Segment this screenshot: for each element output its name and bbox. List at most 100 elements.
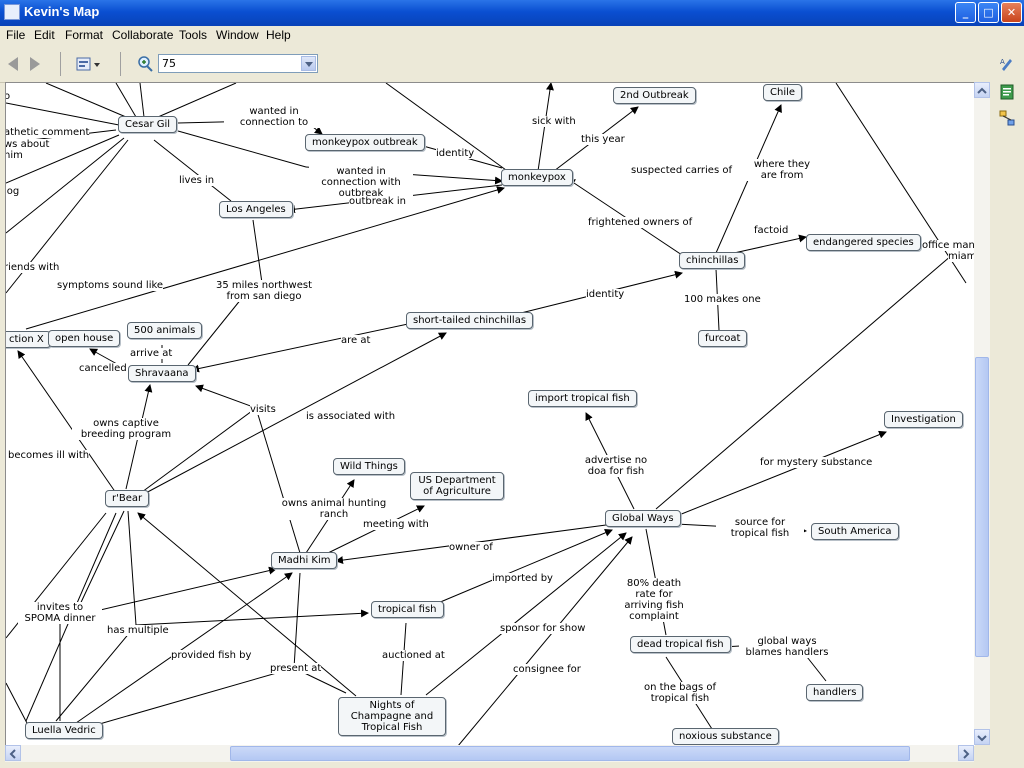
menu-format[interactable]: Format	[65, 28, 104, 42]
node-madhi-kim[interactable]: Madhi Kim	[271, 552, 338, 569]
link-label[interactable]: owner of	[449, 542, 493, 553]
node-nights-of-champagne[interactable]: Nights of Champagne and Tropical Fish	[338, 697, 446, 736]
node-chinchillas[interactable]: chinchillas	[679, 252, 746, 269]
node-chile[interactable]: Chile	[763, 84, 803, 101]
node-rbear[interactable]: r'Bear	[105, 490, 150, 507]
link-label[interactable]: invites to SPOMA dinner	[18, 602, 102, 624]
chevron-down-icon[interactable]	[301, 56, 316, 71]
link-label[interactable]: imported by	[492, 573, 553, 584]
link-label[interactable]: log	[5, 186, 20, 197]
vertical-scroll-thumb[interactable]	[975, 357, 989, 657]
link-label[interactable]: athetic comment	[5, 127, 90, 138]
scroll-left-button[interactable]	[5, 745, 21, 761]
node-dead-tropical-fish[interactable]: dead tropical fish	[630, 636, 731, 653]
node-south-america[interactable]: South America	[811, 523, 899, 540]
link-label[interactable]: identity	[586, 289, 625, 300]
link-label[interactable]: 80% death rate for arriving fish complai…	[616, 578, 692, 622]
menu-help[interactable]: Help	[266, 28, 291, 42]
node-short-tailed-chinchillas[interactable]: short-tailed chinchillas	[406, 312, 534, 329]
menu-edit[interactable]: Edit	[34, 28, 55, 42]
horizontal-scroll-thumb[interactable]	[230, 746, 910, 761]
link-label[interactable]: o	[6, 91, 11, 102]
node-noxious-substance[interactable]: noxious substance	[672, 728, 779, 745]
link-label[interactable]: sponsor for show	[500, 623, 586, 634]
link-label[interactable]: him	[5, 150, 23, 161]
link-label[interactable]: arrive at	[130, 348, 173, 359]
scroll-right-button[interactable]	[958, 745, 974, 761]
node-tropical-fish[interactable]: tropical fish	[371, 601, 444, 618]
link-label[interactable]: sick with	[532, 116, 576, 127]
link-label[interactable]: riends with	[5, 262, 60, 273]
node-endangered-species[interactable]: endangered species	[806, 234, 921, 251]
link-label[interactable]: ws about	[5, 139, 50, 150]
menu-tools[interactable]: Tools	[179, 28, 208, 42]
back-button[interactable]	[5, 56, 21, 72]
concept-map-canvas[interactable]: Cesar Gil monkeypox outbreak monkeypox 2…	[5, 82, 975, 746]
node-function-x[interactable]: ction X	[6, 331, 51, 348]
nodes-panel-icon[interactable]	[999, 110, 1015, 126]
node-open-house[interactable]: open house	[48, 330, 121, 347]
node-handlers[interactable]: handlers	[806, 684, 864, 701]
node-cesar-gil[interactable]: Cesar Gil	[118, 116, 178, 133]
node-us-department-of-agriculture[interactable]: US Department of Agriculture	[410, 472, 504, 500]
link-label[interactable]: present at	[270, 663, 322, 674]
node-furcoat[interactable]: furcoat	[698, 330, 748, 347]
node-2nd-outbreak[interactable]: 2nd Outbreak	[613, 87, 696, 104]
link-label[interactable]: are at	[341, 335, 371, 346]
scroll-up-button[interactable]	[974, 82, 990, 98]
link-label[interactable]: 35 miles northwest from san diego	[212, 280, 316, 302]
link-label[interactable]: cancelled	[79, 363, 127, 374]
link-label[interactable]: consignee for	[513, 664, 581, 675]
link-label[interactable]: has multiple	[107, 625, 169, 636]
link-label[interactable]: suspected carries of	[631, 165, 732, 176]
node-investigation[interactable]: Investigation	[884, 411, 963, 428]
styles-icon[interactable]: A	[999, 56, 1015, 72]
link-label[interactable]: outbreak in	[349, 196, 406, 207]
link-label[interactable]: factoid	[754, 225, 789, 236]
node-global-ways[interactable]: Global Ways	[605, 510, 681, 527]
minimize-button[interactable]: _	[955, 2, 976, 23]
link-label[interactable]: global ways blames handlers	[739, 636, 835, 658]
scroll-down-button[interactable]	[974, 729, 990, 745]
info-panel-icon[interactable]	[999, 84, 1015, 100]
menu-file[interactable]: File	[6, 28, 26, 42]
link-label[interactable]: frightened owners of	[588, 217, 693, 228]
link-label[interactable]: for mystery substance	[760, 457, 873, 468]
link-label[interactable]: identity	[436, 148, 475, 159]
link-label[interactable]: is associated with	[306, 411, 396, 422]
link-label[interactable]: wanted in connection to	[224, 106, 324, 128]
link-label[interactable]: owns animal hunting ranch	[280, 498, 388, 520]
link-label[interactable]: wanted in connection with outbreak	[309, 166, 413, 199]
horizontal-scrollbar[interactable]	[5, 745, 974, 762]
link-label[interactable]: source for tropical fish	[716, 517, 804, 539]
link-label[interactable]: on the bags of tropical fish	[642, 682, 718, 704]
node-wild-things[interactable]: Wild Things	[333, 458, 405, 475]
link-label[interactable]: provided fish by	[171, 650, 252, 661]
vertical-scrollbar[interactable]	[974, 82, 990, 745]
maximize-button[interactable]: □	[978, 2, 999, 23]
link-label[interactable]: auctioned at	[382, 650, 445, 661]
link-label[interactable]: miam	[948, 251, 975, 262]
link-label[interactable]: becomes ill with	[8, 450, 90, 461]
node-500-animals[interactable]: 500 animals	[127, 322, 203, 339]
link-label[interactable]: lives in	[179, 175, 215, 186]
node-los-angeles[interactable]: Los Angeles	[219, 201, 293, 218]
node-import-tropical-fish[interactable]: import tropical fish	[528, 390, 637, 407]
link-label[interactable]: advertise no doa for fish	[574, 455, 658, 477]
link-label[interactable]: symptoms sound like	[57, 280, 164, 291]
link-label[interactable]: visits	[250, 404, 276, 415]
node-monkeypox-outbreak[interactable]: monkeypox outbreak	[305, 134, 425, 151]
close-button[interactable]: ✕	[1001, 2, 1022, 23]
node-shravaana[interactable]: Shravaana	[128, 365, 196, 382]
forward-button[interactable]	[27, 56, 43, 72]
link-label[interactable]: where they are from	[746, 159, 818, 181]
zoom-icon[interactable]	[136, 55, 153, 72]
menu-window[interactable]: Window	[216, 28, 259, 42]
link-label[interactable]: office mana	[922, 240, 975, 251]
node-monkeypox[interactable]: monkeypox	[501, 169, 573, 186]
view-options-button[interactable]	[76, 56, 100, 72]
menu-collaborate[interactable]: Collaborate	[112, 28, 174, 42]
link-label[interactable]: 100 makes one	[684, 294, 761, 305]
link-label[interactable]: owns captive breeding program	[72, 418, 180, 440]
link-label[interactable]: meeting with	[363, 519, 429, 530]
